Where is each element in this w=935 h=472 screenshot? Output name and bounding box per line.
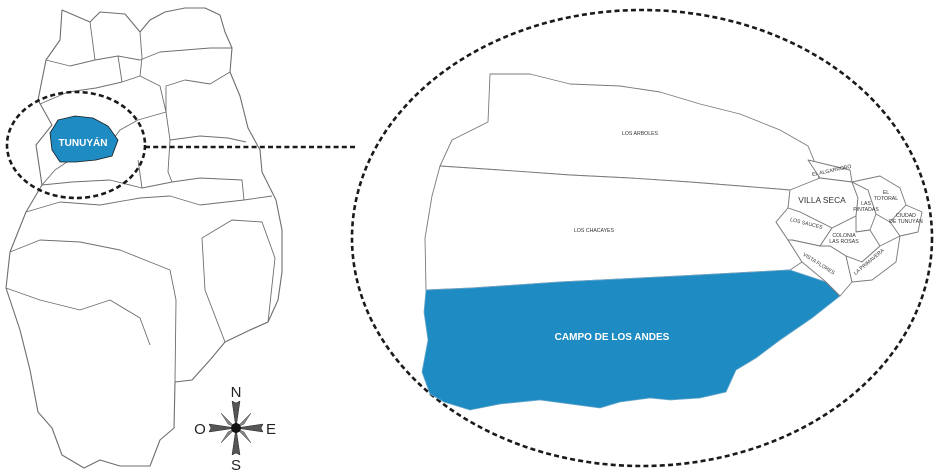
label-villa-seca: VILLA SECA	[798, 195, 846, 205]
inset-map: LOS ARBOLES LOS CHACAYES CAMPO DE LOS AN…	[350, 8, 934, 468]
callout-small-ellipse	[5, 90, 147, 200]
province-overview-map: TUNUYÁN	[5, 7, 283, 469]
compass-star-icon	[208, 400, 264, 456]
callout-large-ellipse	[350, 8, 934, 468]
district-shapes	[421, 73, 923, 411]
district-campo-de-los-andes	[421, 269, 841, 411]
compass-north: N	[231, 384, 242, 401]
compass-west: O	[194, 421, 206, 438]
label-los-arboles: LOS ARBOLES	[622, 131, 659, 137]
highlighted-department-tunuyan	[49, 115, 119, 163]
district-vista-flores	[787, 239, 853, 297]
district-la-primavera	[845, 235, 901, 283]
highlighted-department-label: TUNUYÁN	[59, 136, 108, 149]
compass-south: S	[231, 457, 241, 472]
label-los-chacayes: LOS CHACAYES	[574, 228, 615, 234]
compass-rose: N S O E	[194, 384, 276, 472]
label-campo-de-los-andes: CAMPO DE LOS ANDES	[555, 332, 670, 343]
compass-east: E	[266, 421, 276, 438]
district-ciudad-de-tunuyan	[889, 204, 923, 237]
